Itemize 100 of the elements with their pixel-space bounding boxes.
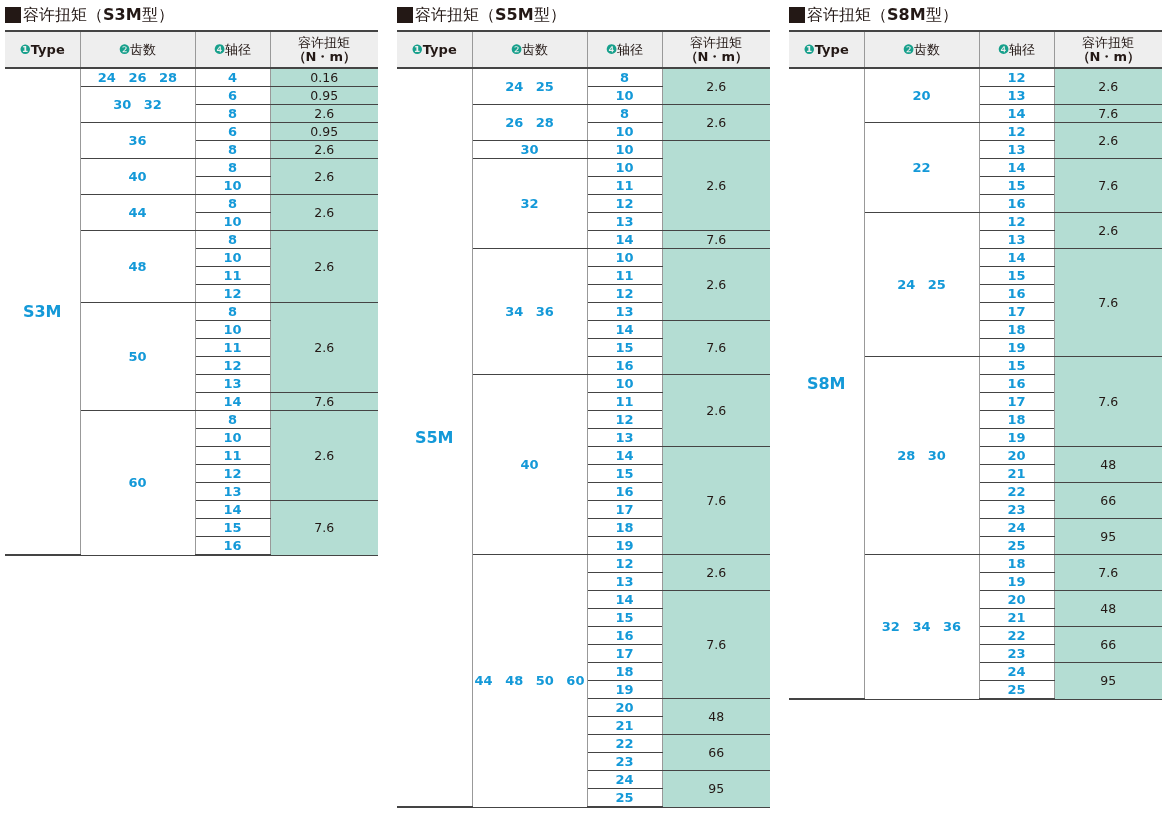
torque-value: 2.6: [662, 374, 770, 447]
shaft-diameter: 14: [979, 158, 1054, 177]
shaft-diameter: 15: [979, 176, 1054, 195]
shaft-diameter: 8: [195, 230, 270, 249]
shaft-diameter: 8: [195, 302, 270, 321]
shaft-diameter: 16: [979, 284, 1054, 303]
column-header: ❹轴径: [587, 31, 662, 68]
shaft-diameter: 19: [979, 338, 1054, 357]
shaft-diameter: 6: [195, 86, 270, 105]
tooth-count: 50: [80, 302, 195, 411]
torque-value: 2.6: [1054, 122, 1162, 159]
shaft-diameter: 18: [979, 320, 1054, 339]
shaft-diameter: 16: [979, 374, 1054, 393]
shaft-diameter: 13: [979, 140, 1054, 159]
shaft-diameter: 25: [587, 788, 662, 807]
column-header: 容许扭矩（N・m）: [1054, 31, 1162, 68]
tooth-count: 22: [864, 122, 979, 213]
shaft-diameter: 12: [195, 464, 270, 483]
tooth-count: 32: [472, 158, 587, 249]
shaft-diameter: 13: [587, 572, 662, 591]
shaft-diameter: 8: [195, 194, 270, 213]
torque-value: 2.6: [662, 68, 770, 105]
shaft-diameter: 14: [979, 104, 1054, 123]
tooth-count: 36: [80, 122, 195, 159]
shaft-diameter: 13: [587, 302, 662, 321]
shaft-diameter: 12: [979, 122, 1054, 141]
shaft-diameter: 8: [195, 140, 270, 159]
column-header: ❷齿数: [472, 31, 587, 68]
shaft-diameter: 12: [587, 554, 662, 573]
torque-value: 2.6: [1054, 68, 1162, 105]
shaft-diameter: 16: [587, 482, 662, 501]
shaft-diameter: 23: [979, 644, 1054, 663]
shaft-diameter: 10: [195, 176, 270, 195]
tooth-count: 40: [472, 374, 587, 555]
torque-value: 95: [1054, 662, 1162, 699]
column-header: ❷齿数: [80, 31, 195, 68]
tooth-count: 44: [80, 194, 195, 231]
shaft-diameter: 16: [587, 626, 662, 645]
torque-value: 48: [662, 698, 770, 735]
tooth-count: 60: [80, 410, 195, 555]
torque-value: 2.6: [662, 248, 770, 321]
tooth-count: 32 34 36: [864, 554, 979, 699]
shaft-diameter: 24: [979, 518, 1054, 537]
torque-value: 2.6: [1054, 212, 1162, 249]
shaft-diameter: 22: [587, 734, 662, 753]
column-header: ❶Type: [397, 31, 472, 68]
shaft-diameter: 11: [195, 338, 270, 357]
shaft-diameter: 14: [195, 500, 270, 519]
torque-value: 2.6: [270, 302, 378, 393]
tooth-count: 28 30: [864, 356, 979, 555]
shaft-diameter: 16: [979, 194, 1054, 213]
shaft-diameter: 14: [587, 320, 662, 339]
torque-value: 95: [1054, 518, 1162, 555]
shaft-diameter: 12: [587, 410, 662, 429]
shaft-diameter: 20: [979, 446, 1054, 465]
shaft-diameter: 15: [587, 608, 662, 627]
shaft-diameter: 12: [979, 212, 1054, 231]
torque-value: 7.6: [1054, 248, 1162, 357]
shaft-diameter: 10: [587, 248, 662, 267]
shaft-diameter: 18: [979, 554, 1054, 573]
shaft-diameter: 22: [979, 626, 1054, 645]
shaft-diameter: 13: [979, 230, 1054, 249]
tooth-count: 24 25: [472, 68, 587, 105]
shaft-diameter: 24: [587, 770, 662, 789]
shaft-diameter: 6: [195, 122, 270, 141]
shaft-diameter: 15: [587, 338, 662, 357]
shaft-diameter: 19: [979, 428, 1054, 447]
torque-value: 2.6: [270, 410, 378, 501]
table-title: 容许扭矩（S5M型）: [415, 4, 566, 26]
shaft-diameter: 13: [587, 212, 662, 231]
torque-value: 2.6: [270, 194, 378, 231]
shaft-diameter: 15: [979, 266, 1054, 285]
torque-value: 2.6: [662, 140, 770, 231]
shaft-diameter: 13: [979, 86, 1054, 105]
torque-value: 7.6: [662, 320, 770, 375]
shaft-diameter: 14: [587, 590, 662, 609]
shaft-diameter: 8: [195, 410, 270, 429]
shaft-diameter: 11: [587, 266, 662, 285]
shaft-diameter: 16: [195, 536, 270, 555]
shaft-diameter: 14: [195, 392, 270, 411]
shaft-diameter: 20: [587, 698, 662, 717]
torque-value: 7.6: [1054, 158, 1162, 213]
tooth-count: 30: [472, 140, 587, 159]
shaft-diameter: 11: [195, 266, 270, 285]
shaft-diameter: 10: [587, 86, 662, 105]
shaft-diameter: 10: [587, 140, 662, 159]
tooth-count: 34 36: [472, 248, 587, 375]
shaft-diameter: 18: [587, 662, 662, 681]
torque-value: 48: [1054, 590, 1162, 627]
shaft-diameter: 24: [979, 662, 1054, 681]
torque-value: 7.6: [1054, 554, 1162, 591]
column-header: ❶Type: [5, 31, 80, 68]
shaft-diameter: 19: [587, 536, 662, 555]
shaft-diameter: 10: [195, 428, 270, 447]
shaft-diameter: 12: [195, 356, 270, 375]
shaft-diameter: 17: [587, 644, 662, 663]
torque-value: 7.6: [1054, 356, 1162, 447]
tooth-count: 26 28: [472, 104, 587, 141]
shaft-diameter: 10: [195, 212, 270, 231]
torque-value: 66: [662, 734, 770, 771]
